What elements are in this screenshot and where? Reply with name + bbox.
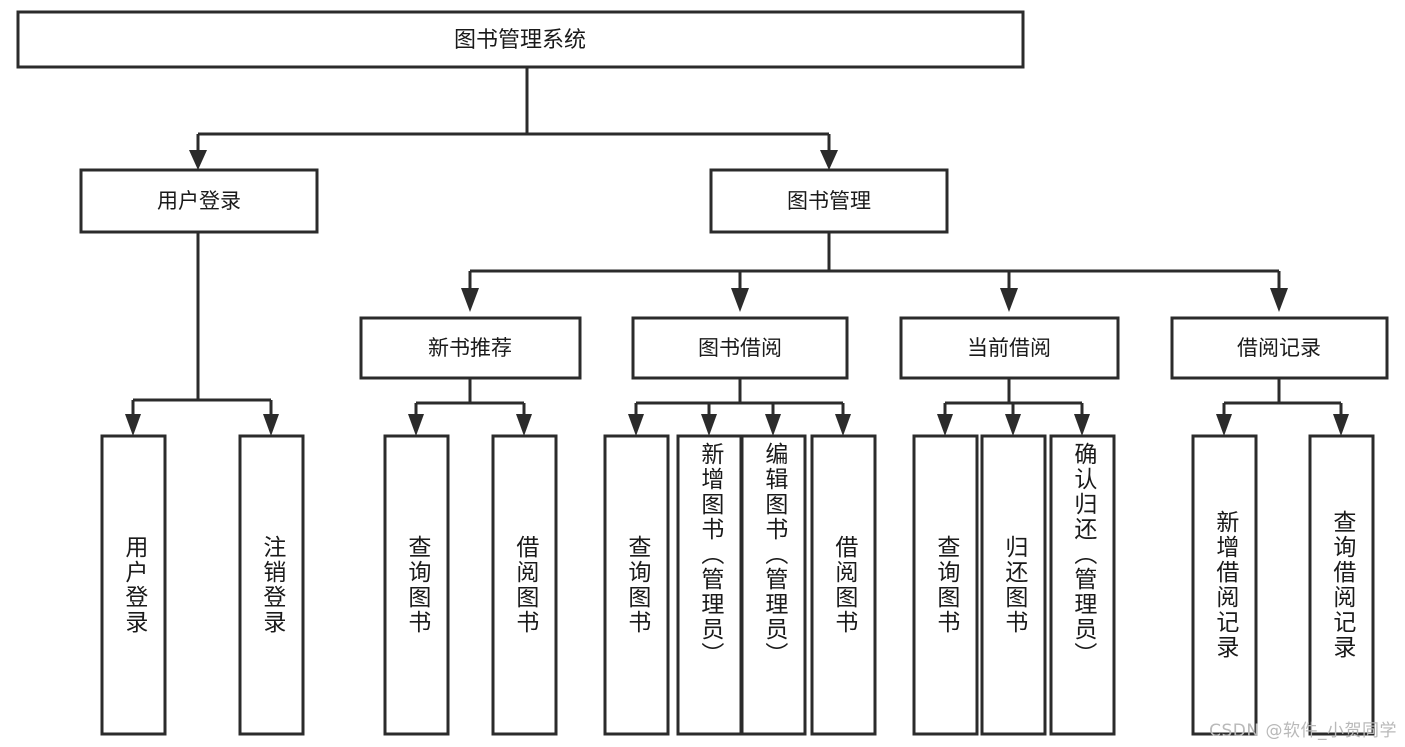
node-book-borrow-label: 图书借阅 xyxy=(698,336,782,360)
leaf-box-add-record[interactable] xyxy=(1191,434,1258,736)
node-new-book-recommend[interactable]: 新书推荐 xyxy=(359,316,582,380)
arrow-head-leaf-query-book-1 xyxy=(408,414,424,436)
node-current-borrow-label: 当前借阅 xyxy=(967,336,1051,360)
leaf-boxes xyxy=(100,434,1375,736)
arrow-head-leaf-query-book-2 xyxy=(628,414,644,436)
arrow-head-leaf-return-book xyxy=(1005,414,1021,436)
arrow-head-leaf-borrow-book-1 xyxy=(516,414,532,436)
node-user-login[interactable]: 用户登录 xyxy=(79,168,319,234)
arrow-head-borrow-record xyxy=(1270,288,1288,312)
leaf-box-logout-login[interactable] xyxy=(238,434,305,736)
connector-group-book-borrow xyxy=(628,378,851,436)
node-user-login-label: 用户登录 xyxy=(157,189,241,213)
leaf-box-user-login[interactable] xyxy=(100,434,167,736)
leaf-box-borrow-book-2[interactable] xyxy=(810,434,877,736)
arrow-head-book-management xyxy=(820,150,838,170)
node-book-management[interactable]: 图书管理 xyxy=(709,168,949,234)
connector-group-new-book-recommend xyxy=(408,378,532,436)
node-root-box[interactable] xyxy=(16,10,1025,69)
arrow-head-leaf-logout-login xyxy=(263,414,279,436)
node-root-label: 图书管理系统 xyxy=(454,28,586,53)
leaf-box-query-book-1[interactable] xyxy=(383,434,450,736)
node-book-borrow-box[interactable] xyxy=(631,316,849,380)
arrow-head-leaf-query-record xyxy=(1333,414,1349,436)
arrow-head-leaf-edit-book xyxy=(765,414,781,436)
node-book-borrow[interactable]: 图书借阅 xyxy=(631,316,849,380)
connector-group-current-borrow xyxy=(937,378,1090,436)
leaf-box-query-book-3[interactable] xyxy=(912,434,979,736)
leaf-box-add-book[interactable] xyxy=(676,434,743,736)
node-borrow-record-label: 借阅记录 xyxy=(1237,336,1321,360)
arrow-head-current-borrow xyxy=(1000,288,1018,312)
node-user-login-box[interactable] xyxy=(79,168,319,234)
connector-group-user-login xyxy=(125,232,279,436)
node-new-book-recommend-box[interactable] xyxy=(359,316,582,380)
arrow-head-leaf-confirm-return xyxy=(1074,414,1090,436)
arrow-head-leaf-add-record xyxy=(1216,414,1232,436)
arrow-head-book-borrow xyxy=(731,288,749,312)
leaf-box-return-book[interactable] xyxy=(980,434,1047,736)
node-current-borrow[interactable]: 当前借阅 xyxy=(899,316,1120,380)
watermark: CSDN @软件_小贺同学 xyxy=(1209,721,1397,741)
arrow-head-leaf-user-login xyxy=(125,414,141,436)
leaf-box-borrow-book-1[interactable] xyxy=(491,434,558,736)
leaf-box-query-record[interactable] xyxy=(1308,434,1375,736)
connector-group-root xyxy=(189,67,838,170)
node-root[interactable]: 图书管理系统 xyxy=(16,10,1025,69)
connector-group-borrow-record xyxy=(1216,378,1349,436)
node-borrow-record[interactable]: 借阅记录 xyxy=(1170,316,1389,380)
arrow-head-leaf-borrow-book-2 xyxy=(835,414,851,436)
arrow-head-new-book-recommend xyxy=(461,288,479,312)
node-book-management-label: 图书管理 xyxy=(787,189,871,213)
node-book-management-box[interactable] xyxy=(709,168,949,234)
node-current-borrow-box[interactable] xyxy=(899,316,1120,380)
leaf-box-query-book-2[interactable] xyxy=(603,434,670,736)
leaf-box-confirm-return[interactable] xyxy=(1049,434,1116,736)
arrow-head-user-login xyxy=(189,150,207,170)
arrow-head-leaf-add-book xyxy=(701,414,717,436)
node-borrow-record-box[interactable] xyxy=(1170,316,1389,380)
connector-group-book-management xyxy=(461,232,1288,312)
node-new-book-recommend-label: 新书推荐 xyxy=(428,336,512,360)
arrow-head-leaf-query-book-3 xyxy=(937,414,953,436)
leaf-box-edit-book[interactable] xyxy=(740,434,807,736)
